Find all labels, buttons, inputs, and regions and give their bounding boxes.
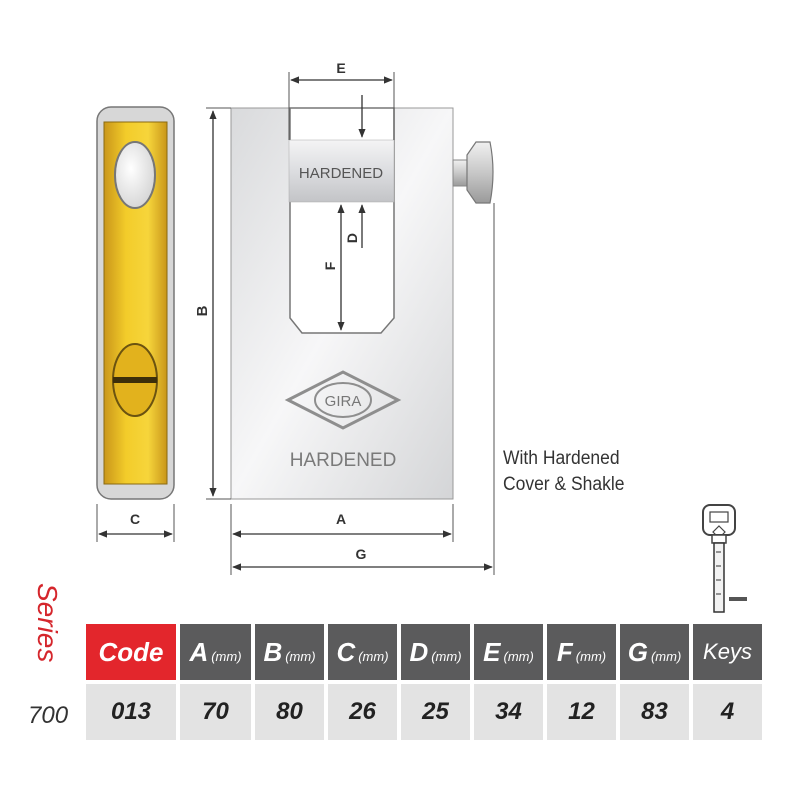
series-label: Series <box>32 583 63 663</box>
header-row: Code A(mm) B(mm) C(mm) D(mm) E(mm) F(mm)… <box>86 624 762 680</box>
cell-d: 25 <box>401 684 470 740</box>
header-unit: (mm) <box>650 648 682 664</box>
cell-c: 26 <box>328 684 397 740</box>
key-icon <box>702 504 747 613</box>
header-unit: (mm) <box>575 648 607 664</box>
dim-g-label: G <box>356 546 367 562</box>
cell-e: 34 <box>474 684 543 740</box>
header-label: D <box>409 636 429 667</box>
dim-f-label: F <box>322 261 338 270</box>
note-line: Cover & Shakle <box>503 474 625 495</box>
side-pin <box>452 141 494 204</box>
cell-g: 83 <box>620 684 689 740</box>
cell-keys: 4 <box>693 684 762 740</box>
header-label: Keys <box>703 639 752 664</box>
header-code: Code <box>86 624 176 680</box>
header-e: E(mm) <box>474 624 543 680</box>
header-b: B(mm) <box>255 624 324 680</box>
shackle-text: HARDENED <box>299 165 383 182</box>
header-a: A(mm) <box>180 624 251 680</box>
header-c: C(mm) <box>328 624 397 680</box>
gira-logo: GIRA <box>284 370 402 430</box>
hardened-note: With Hardened Cover & Shakle <box>503 446 624 498</box>
logo-text: GIRA <box>325 393 362 410</box>
header-d: D(mm) <box>401 624 470 680</box>
dim-c-label: C <box>130 511 140 527</box>
header-unit: (mm) <box>285 648 316 664</box>
note-line: With Hardened <box>503 448 620 469</box>
header-label: Code <box>98 636 164 667</box>
header-label: F <box>556 636 573 667</box>
dim-a-label: A <box>336 511 346 527</box>
shackle-bar <box>288 139 395 203</box>
dim-e-label: E <box>336 60 345 76</box>
header-f: F(mm) <box>547 624 616 680</box>
spec-table: Code A(mm) B(mm) C(mm) D(mm) E(mm) F(mm)… <box>82 620 766 744</box>
dim-d-label: D <box>344 233 360 243</box>
header-label: A <box>189 636 209 667</box>
cell-f: 12 <box>547 684 616 740</box>
series-number: 700 <box>28 702 69 729</box>
key-slot-icon <box>113 377 157 383</box>
table-row: 013 70 80 26 25 34 12 83 4 <box>86 684 762 740</box>
shackle-hole-icon <box>114 141 156 209</box>
header-label: G <box>627 636 648 667</box>
header-unit: (mm) <box>211 648 242 664</box>
lock-body: HARDENED <box>230 107 454 500</box>
header-g: G(mm) <box>620 624 689 680</box>
header-unit: (mm) <box>358 648 389 664</box>
cell-code: 013 <box>86 684 176 740</box>
header-unit: (mm) <box>431 648 462 664</box>
body-hardened-text: HARDENED <box>290 450 397 471</box>
header-label: C <box>336 636 356 667</box>
header-label: E <box>483 636 501 667</box>
header-label: B <box>263 636 283 667</box>
header-unit: (mm) <box>503 648 534 664</box>
dim-b-label: B <box>194 305 211 316</box>
side-view <box>96 106 175 500</box>
cell-a: 70 <box>180 684 251 740</box>
cell-b: 80 <box>255 684 324 740</box>
header-keys: Keys <box>693 624 762 680</box>
